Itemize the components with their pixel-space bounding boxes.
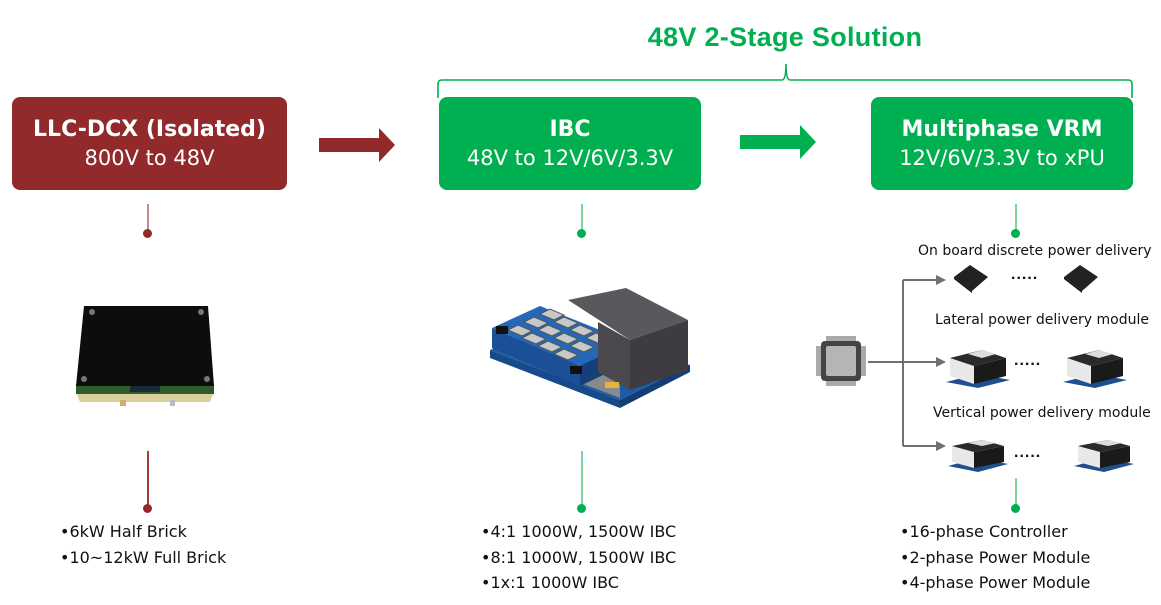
lateral-power-module-icon [1063, 350, 1127, 388]
connector-dot [1011, 229, 1020, 238]
connector-line [1015, 204, 1017, 232]
stage-name: IBC [549, 116, 591, 142]
connector-dot [1011, 504, 1020, 513]
connector-line [1015, 478, 1017, 508]
connector-line [581, 204, 583, 232]
vrm-feature-list: •16-phase Controller •2-phase Power Modu… [900, 519, 1090, 596]
option-label-onboard-discrete: On board discrete power delivery [918, 243, 1152, 259]
stage-name: LLC-DCX (Isolated) [33, 116, 266, 142]
diagram-title: 48V 2-Stage Solution [647, 22, 923, 52]
feature-item: •1x:1 1000W IBC [481, 573, 619, 592]
connector-dot [143, 504, 152, 513]
stage-range: 800V to 48V [84, 145, 215, 170]
llc-feature-list: •6kW Half Brick •10~12kW Full Brick [60, 519, 226, 570]
ellipsis: ..... [1014, 352, 1042, 369]
connector-line [147, 451, 149, 508]
vertical-power-module-icon [1074, 440, 1134, 472]
feature-item: •4:1 1000W, 1500W IBC [481, 522, 677, 541]
connector-line [581, 451, 583, 508]
option-label-lateral-module: Lateral power delivery module [935, 312, 1150, 328]
ibc-module-image [490, 288, 690, 408]
connector-line [147, 204, 149, 232]
ellipsis: ..... [1014, 444, 1042, 461]
stage-box-llc-dcx: LLC-DCX (Isolated) 800V to 48V [12, 97, 287, 190]
option-label-vertical-module: Vertical power delivery module [933, 405, 1151, 421]
feature-item: •2-phase Power Module [900, 547, 1091, 567]
flow-arrow-green-icon [740, 125, 816, 159]
lateral-power-module-icon [946, 350, 1010, 388]
stage-box-multiphase-vrm: Multiphase VRM 12V/6V/3.3V to xPU [871, 97, 1133, 190]
ellipsis: ..... [1011, 266, 1039, 283]
half-brick-converter-image [76, 306, 214, 406]
feature-item: •8:1 1000W, 1500W IBC [481, 547, 677, 567]
ibc-feature-list: •4:1 1000W, 1500W IBC •8:1 1000W, 1500W … [481, 519, 676, 596]
feature-item: •6kW Half Brick [60, 522, 187, 541]
two-stage-brace [437, 63, 1133, 98]
connector-dot [577, 229, 586, 238]
stage-range: 12V/6V/3.3V to xPU [899, 145, 1105, 170]
feature-item: •4-phase Power Module [900, 573, 1091, 592]
discrete-chip-icon [954, 265, 988, 293]
stage-range: 48V to 12V/6V/3.3V [466, 145, 674, 170]
stage-name: Multiphase VRM [901, 116, 1103, 142]
feature-item: •10~12kW Full Brick [60, 547, 227, 567]
cpu-chip-icon [816, 336, 866, 386]
flow-arrow-red-icon [319, 128, 395, 162]
connector-dot [577, 504, 586, 513]
feature-item: •16-phase Controller [900, 522, 1068, 541]
discrete-chip-icon [1064, 265, 1098, 293]
vertical-power-module-icon [948, 440, 1008, 472]
stage-box-ibc: IBC 48V to 12V/6V/3.3V [439, 97, 701, 190]
connector-dot [143, 229, 152, 238]
distribution-arrows [868, 275, 946, 451]
